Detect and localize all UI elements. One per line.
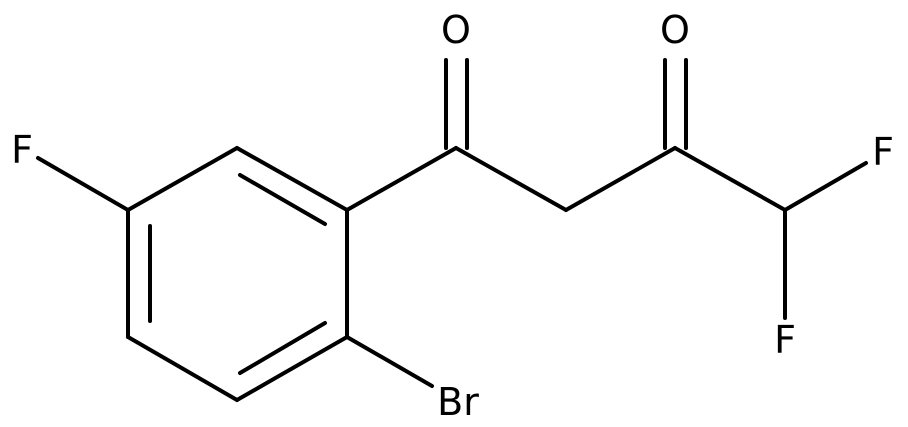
oxygen-atom-label: O [660, 8, 690, 52]
chain-bond [454, 146, 568, 212]
chain-bond [673, 146, 787, 212]
ring-bond [126, 335, 239, 402]
fluorine-atom-label: F [11, 128, 33, 172]
ring-inner-bond [238, 173, 327, 226]
bromine-atom-label: Br [437, 380, 479, 424]
ring-bond [235, 335, 349, 402]
c-f-bond [36, 156, 130, 212]
c-f-bond [783, 161, 868, 212]
c-br-bond [345, 335, 434, 388]
chain-bond [564, 146, 677, 212]
diketone-chain [345, 58, 868, 320]
chain-bond [345, 146, 458, 212]
ring-bond [126, 146, 239, 212]
benzene-ring [126, 146, 349, 402]
ring-inner-bond [238, 321, 327, 375]
fluorine-atom-label: F [774, 318, 796, 362]
fluorine-atom-label: F [872, 130, 894, 174]
ring-bond [235, 146, 349, 212]
oxygen-atom-label: O [441, 8, 471, 52]
